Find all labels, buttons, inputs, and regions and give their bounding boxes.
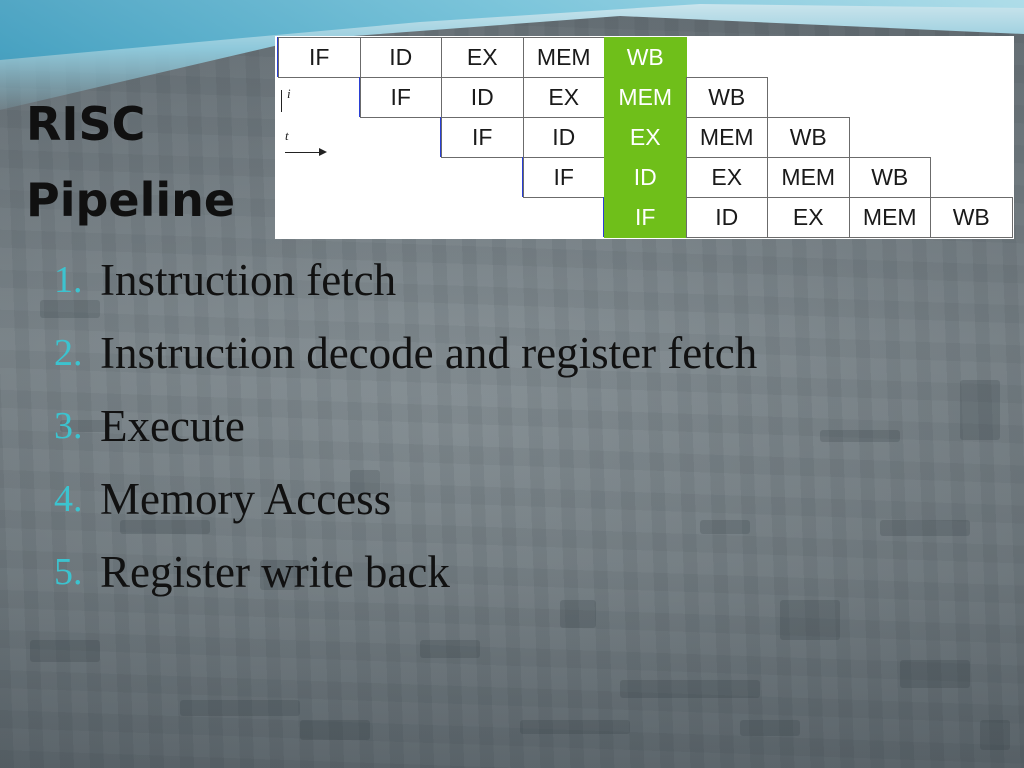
pipeline-steps-list: 1. Instruction fetch 2. Instruction decode … [54,250,954,615]
pipeline-stage-cell: IF [278,37,361,78]
pipeline-step-item: 4. Memory Access [54,469,954,529]
circuit-chip-decoration [60,420,110,432]
circuit-chip-decoration [880,520,970,536]
circuit-chip-decoration [700,520,750,534]
pipeline-stage-cell: IF [441,117,524,158]
pipeline-stage-cell: WB [685,77,768,118]
pipeline-stage-cell: ID [685,197,768,238]
pipeline-stage-cell: MEM [848,197,931,238]
pipeline-step-item: 1. Instruction fetch [54,250,954,310]
circuit-chip-decoration [520,720,630,734]
circuit-chip-decoration [900,660,970,688]
time-axis-line [285,152,321,153]
title-line-1: RISC [26,97,146,151]
circuit-chip-decoration [820,430,900,442]
circuit-chip-decoration [350,470,380,494]
circuit-chip-decoration [960,380,1000,440]
circuit-chip-decoration [40,300,100,318]
pipeline-stage-cell: MEM [522,37,605,78]
slide-title: RISC Pipeline [26,86,276,238]
circuit-chip-decoration [420,640,480,658]
instruction-axis-label: i [287,86,291,101]
step-text: Execute [100,401,245,451]
pipeline-stage-cell: IF [522,157,605,198]
step-number: 3. [54,405,83,447]
pipeline-stage-cell: EX [441,37,524,78]
circuit-chip-decoration [120,520,210,534]
step-number: 1. [54,259,83,301]
pipeline-stage-cell: ID [604,157,687,198]
pipeline-stage-cell: MEM [685,117,768,158]
pipeline-stage-cell: WB [848,157,931,198]
pipeline-stage-cell: WB [767,117,850,158]
pipeline-stage-cell: MEM [604,77,687,118]
circuit-chip-decoration [980,720,1010,750]
pipeline-step-item: 3. Execute [54,396,954,456]
pipeline-stage-cell: IF [604,197,687,238]
circuit-chip-decoration [30,640,100,662]
step-text: Register write back [100,547,450,597]
step-text: Instruction fetch [100,255,397,305]
pipeline-stage-cell: EX [685,157,768,198]
pipeline-stage-cell: ID [522,117,605,158]
pipeline-stage-cell: MEM [767,157,850,198]
pipeline-step-item: 5. Register write back [54,542,954,602]
circuit-chip-decoration [260,560,300,590]
step-text: Instruction decode and register fetch [100,328,758,378]
title-line-2: Pipeline [26,173,236,227]
time-axis-arrowhead [319,148,327,156]
instruction-axis-line [281,90,282,112]
step-number: 5. [54,551,83,593]
pipeline-stage-cell: EX [767,197,850,238]
circuit-chip-decoration [780,600,840,640]
pipeline-stage-cell: ID [359,37,442,78]
pipeline-stage-cell: EX [604,117,687,158]
circuit-chip-decoration [180,700,300,716]
step-number: 4. [54,478,83,520]
circuit-chip-decoration [740,720,800,736]
pipeline-step-item: 2. Instruction decode and register fetch [54,323,954,383]
pipeline-stage-cell: WB [930,197,1013,238]
time-axis-label: t [285,128,289,143]
circuit-chip-decoration [560,600,596,628]
step-number: 2. [54,332,83,374]
pipeline-stage-cell: EX [522,77,605,118]
circuit-chip-decoration [620,680,760,698]
circuit-chip-decoration [300,720,370,740]
step-text: Memory Access [100,474,392,524]
pipeline-stage-cell: WB [604,37,687,78]
pipeline-stage-cell: ID [441,77,524,118]
pipeline-stage-cell: IF [359,77,442,118]
